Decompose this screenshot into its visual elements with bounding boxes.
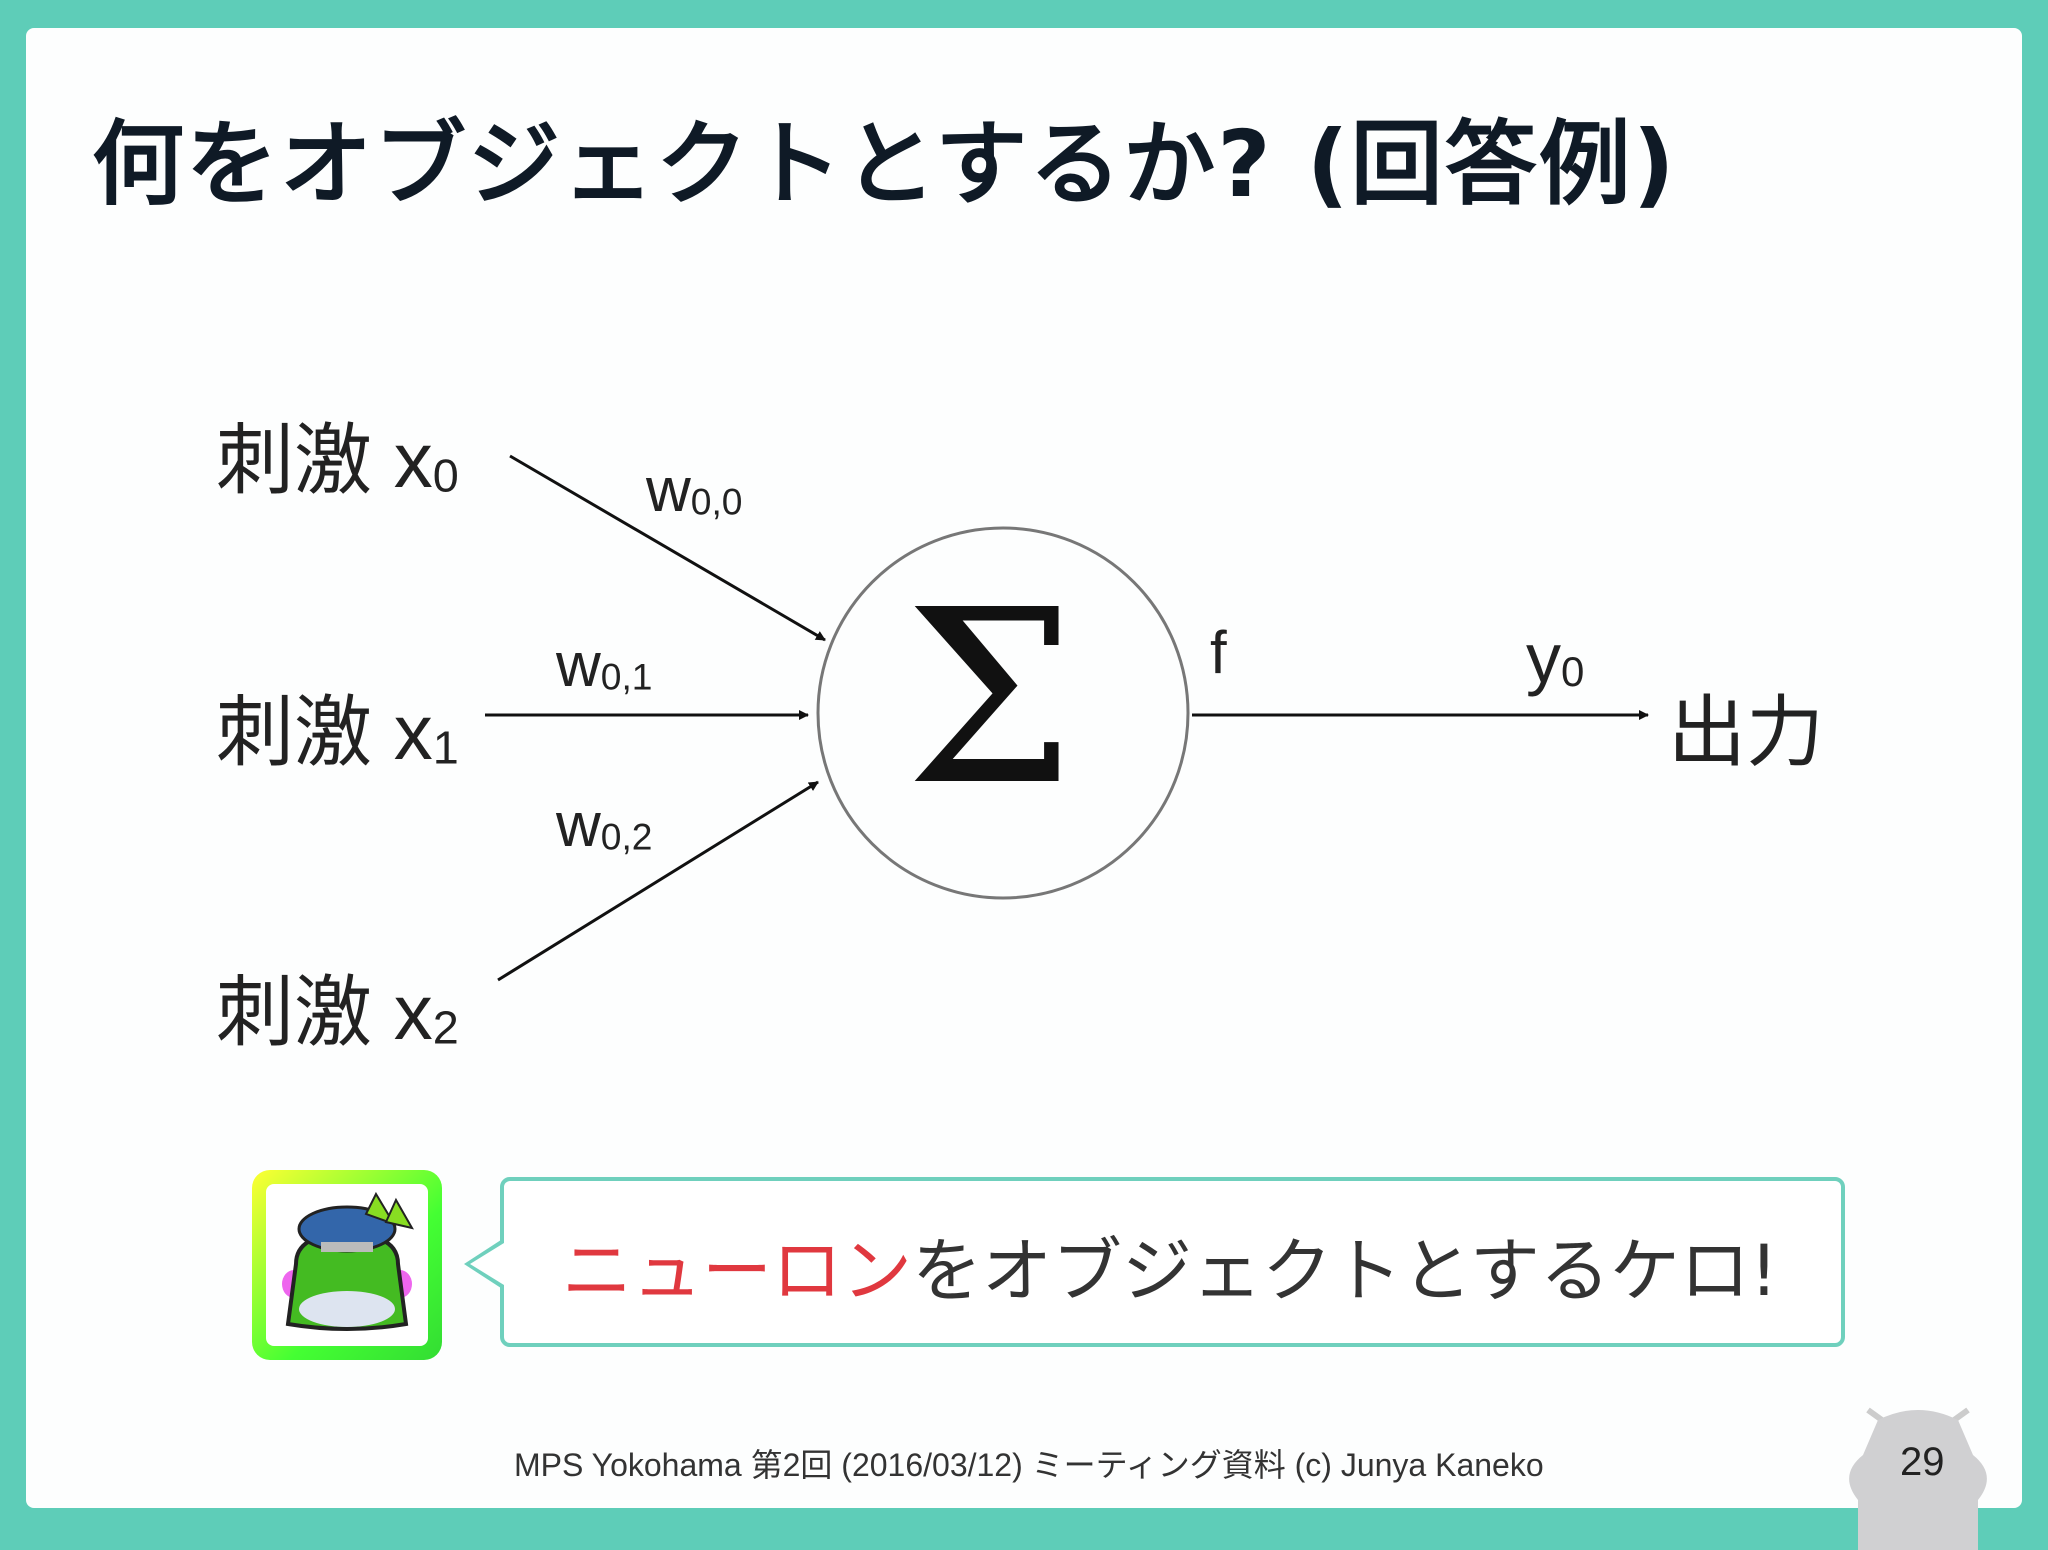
- weight-w01-label: w0,1: [556, 631, 653, 700]
- page-number: 29: [1900, 1440, 1945, 1484]
- arrow-x2: [497, 780, 819, 982]
- input-x2-label: 刺激 x2: [216, 968, 459, 1056]
- arrow-x0: [509, 454, 826, 642]
- speech-bubble: ニューロンをオブジェクトとするケロ!: [500, 1177, 1845, 1347]
- output-label: 出力: [1668, 688, 1825, 776]
- page-badge-silhouette-icon: [1849, 1407, 1987, 1550]
- callout-text: ニューロンをオブジェクトとするケロ!: [562, 1215, 1778, 1316]
- input-x0-label: 刺激 x0: [216, 416, 459, 504]
- sigma-symbol: Σ: [905, 558, 1075, 838]
- input-x1-label: 刺激 x1: [216, 688, 459, 776]
- slide-footer: MPS Yokohama 第2回 (2016/03/12) ミーティング資料 (…: [514, 1447, 1544, 1483]
- callout-highlight: ニューロン: [562, 1230, 912, 1312]
- output-y0-label: y0: [1526, 619, 1585, 697]
- slide-title: 何をオブジェクトとするか? (回答例): [92, 111, 1677, 218]
- callout-tail-inner: [470, 1243, 504, 1285]
- activation-f-label: f: [1210, 619, 1227, 686]
- frog-mascot-icon: [252, 1170, 442, 1360]
- weight-w00-label: w0,0: [646, 456, 743, 525]
- weight-w02-label: w0,2: [556, 791, 653, 860]
- callout-rest: をオブジェクトとするケロ!: [912, 1230, 1778, 1312]
- sum-node: [816, 526, 1190, 900]
